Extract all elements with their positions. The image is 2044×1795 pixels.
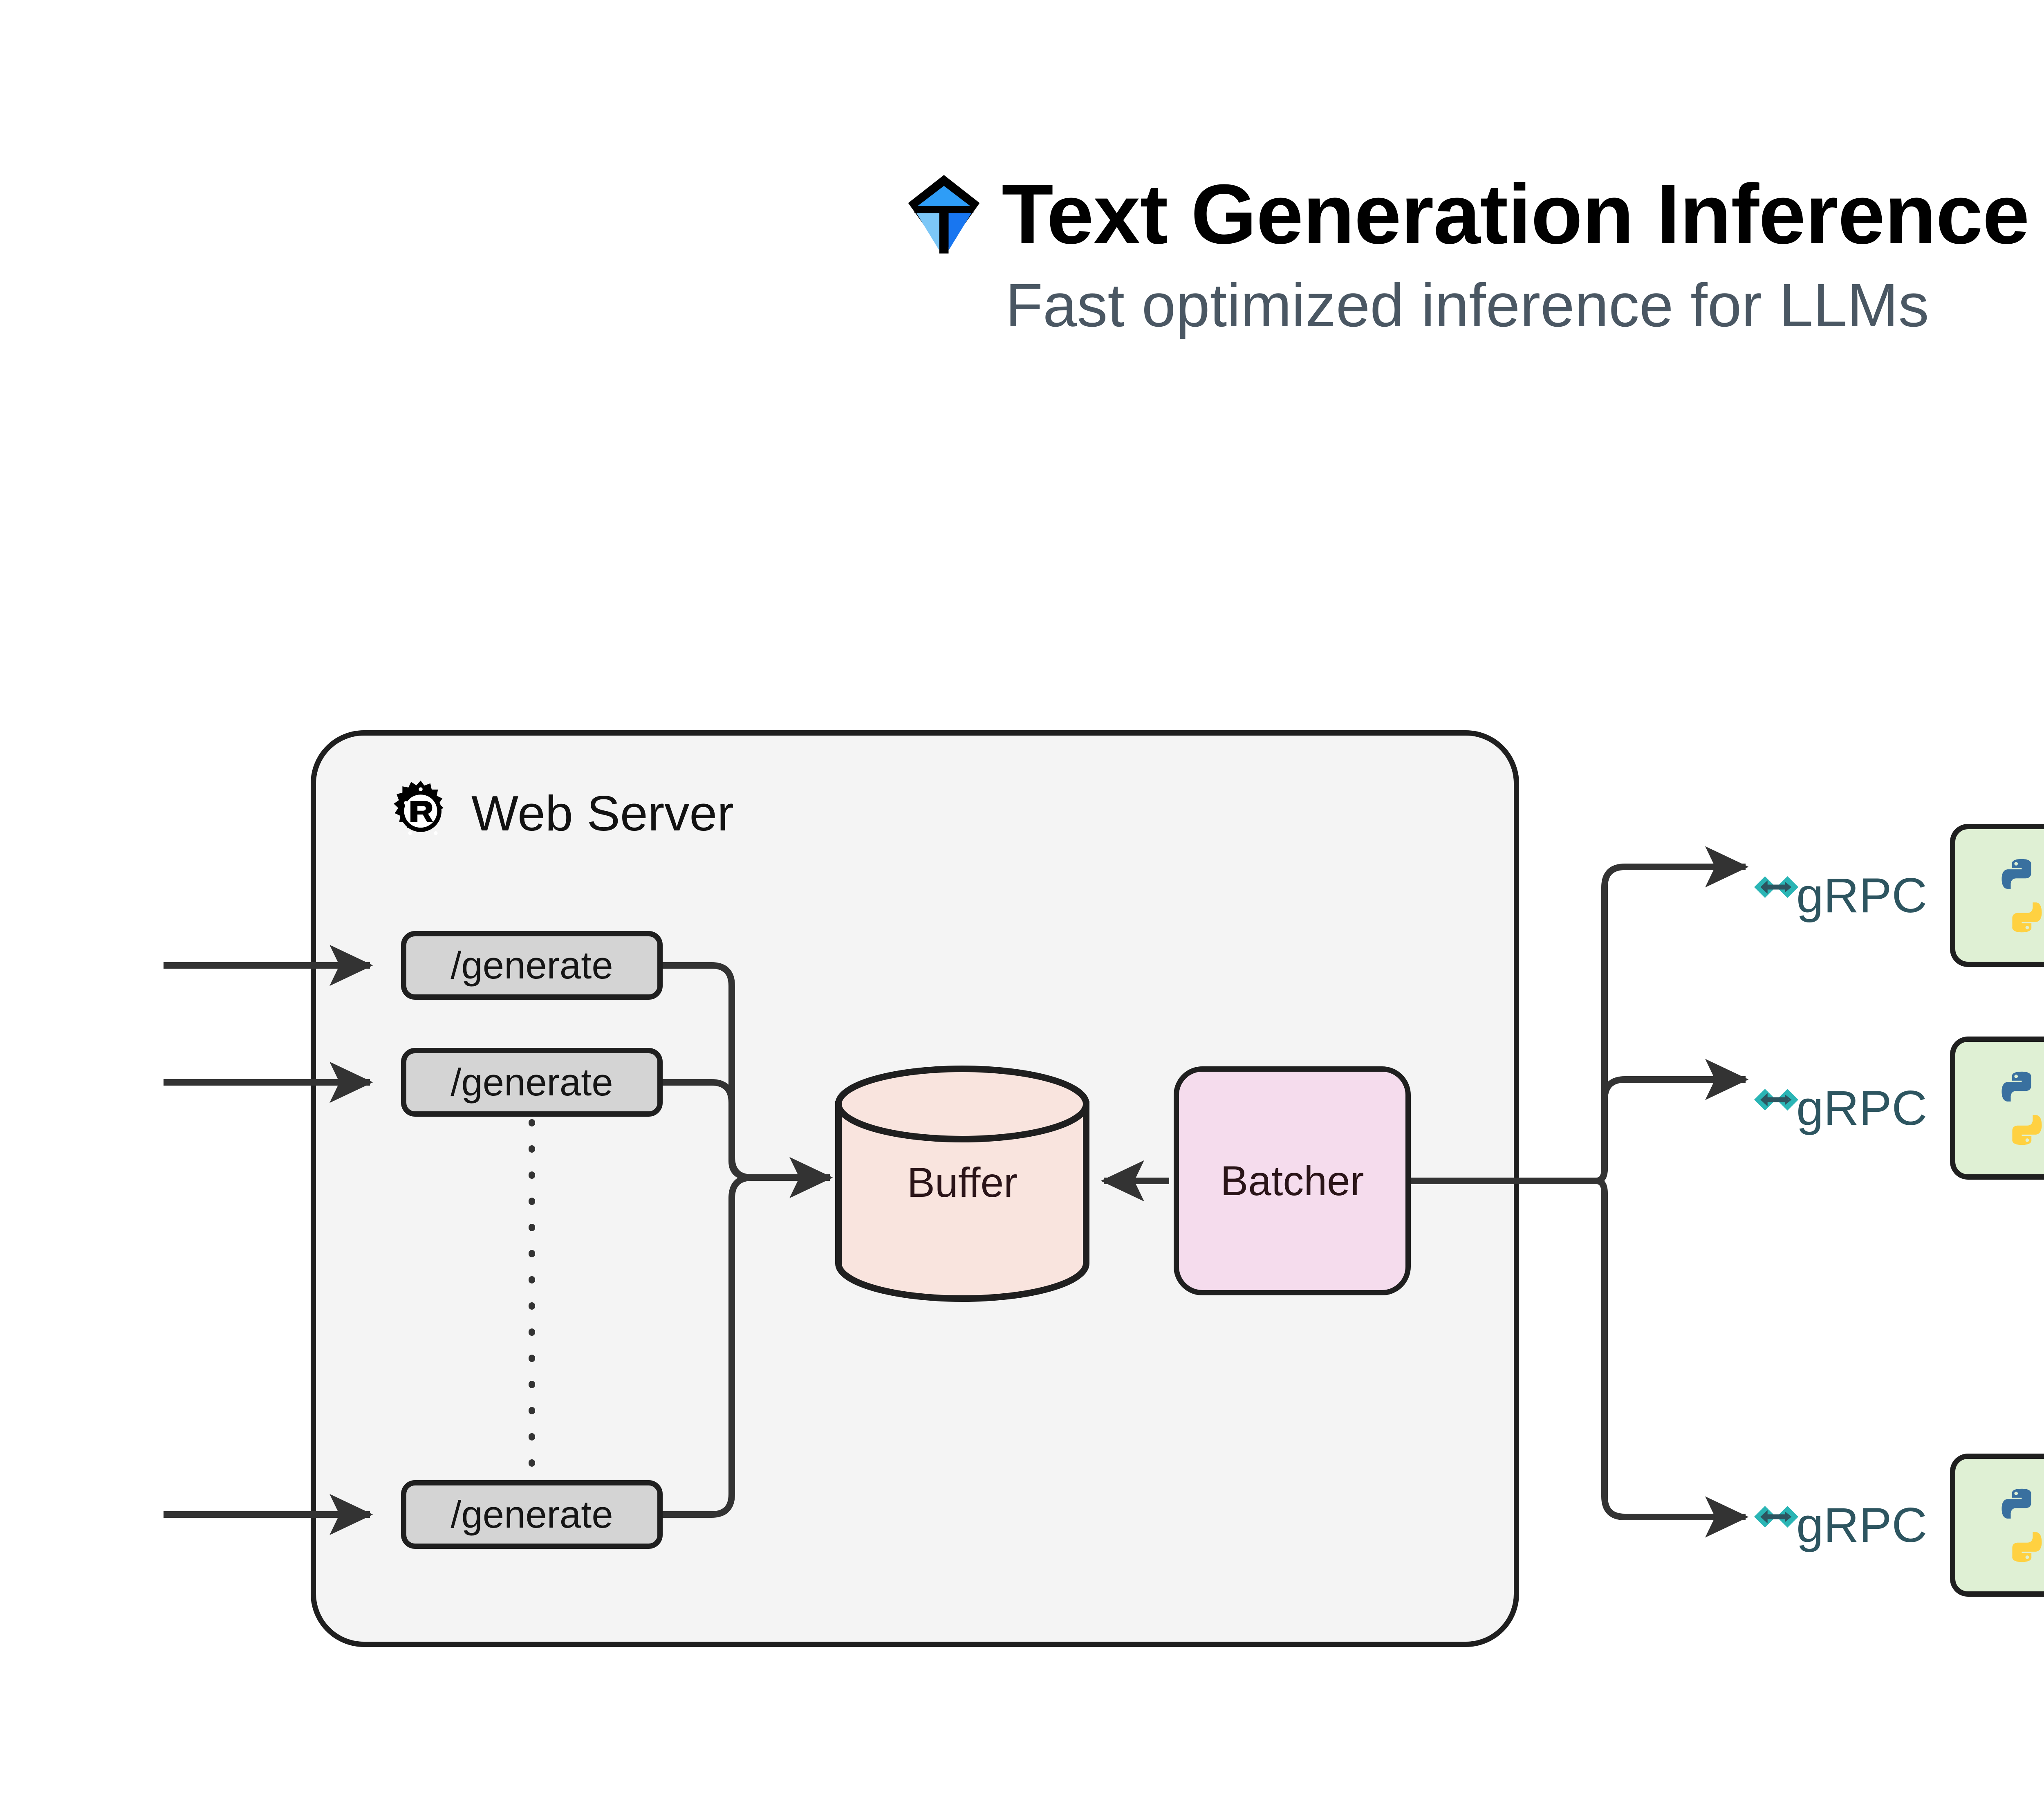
- edge-batcher-to-grpc-3: [1596, 1178, 1749, 1538]
- grpc-label-3: gRPC: [1754, 1488, 1927, 1562]
- grpc-text: gRPC: [1796, 868, 1927, 923]
- model-shard-3[interactable]: Model Shard: [1950, 1454, 2044, 1597]
- page-header: Text Generation Inference Fast optimized…: [0, 172, 2044, 336]
- grpc-logo-icon: [1754, 1506, 1799, 1528]
- web-server-label: Web Server: [471, 785, 734, 841]
- buffer-label: Buffer: [907, 1159, 1018, 1206]
- grpc-logo-icon: [1754, 1088, 1799, 1111]
- grpc-label-1: gRPC: [1754, 859, 1927, 932]
- grpc-logo-icon: [1754, 876, 1799, 898]
- grpc-text: gRPC: [1796, 1081, 1927, 1135]
- title-row: Text Generation Inference: [905, 167, 2030, 261]
- rust-logo-icon: [394, 780, 444, 835]
- grpc-text: gRPC: [1796, 1498, 1927, 1553]
- batcher-node[interactable]: Batcher: [1174, 1066, 1411, 1295]
- page-title: Text Generation Inference: [1002, 167, 2029, 261]
- python-logo-icon: [2001, 859, 2042, 932]
- endpoint-generate-3[interactable]: /generate: [401, 1480, 663, 1549]
- tgi-gem-icon: [908, 175, 980, 254]
- python-logo-icon: [2001, 1071, 2042, 1145]
- grpc-label-2: gRPC: [1754, 1071, 1927, 1145]
- buffer-node: Buffer: [836, 1068, 1089, 1297]
- endpoint-generate-1[interactable]: /generate: [401, 931, 663, 1000]
- model-shard-2[interactable]: Model Shard: [1950, 1037, 2044, 1180]
- edge-batcher-to-grpc-1: [1596, 846, 1749, 1184]
- page-subtitle: Fast optimized inference for LLMs: [1005, 270, 1929, 339]
- edge-batcher-to-grpc-2: [1596, 1059, 1749, 1184]
- model-shard-1[interactable]: Model Shard: [1950, 824, 2044, 967]
- web-server-header: Web Server: [386, 779, 734, 848]
- endpoint-generate-2[interactable]: /generate: [401, 1048, 663, 1117]
- python-logo-icon: [2001, 1488, 2042, 1562]
